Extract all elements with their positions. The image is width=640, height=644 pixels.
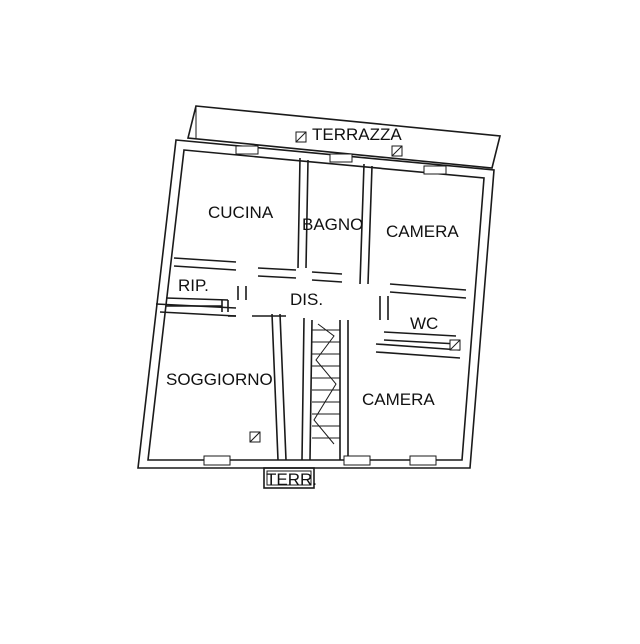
outer-walls	[137, 139, 495, 469]
label-terrazza: TERRAZZA	[312, 125, 402, 144]
label-camera-1: CAMERA	[386, 222, 459, 241]
label-soggiorno: SOGGIORNO	[166, 370, 273, 389]
label-cucina: CUCINA	[208, 203, 274, 222]
terrace-outline	[186, 105, 502, 169]
label-dis: DIS.	[290, 290, 323, 309]
label-camera-2: CAMERA	[362, 390, 435, 409]
staircase	[312, 323, 340, 445]
window-openings	[203, 145, 447, 466]
shaft-markers	[249, 131, 461, 443]
label-rip: RIP.	[178, 276, 209, 295]
label-bagno: BAGNO	[302, 215, 363, 234]
label-wc: WC	[410, 314, 438, 333]
interior-walls	[155, 157, 467, 461]
entrance-terrace	[263, 467, 315, 489]
label-terr: TERR.	[266, 470, 317, 489]
